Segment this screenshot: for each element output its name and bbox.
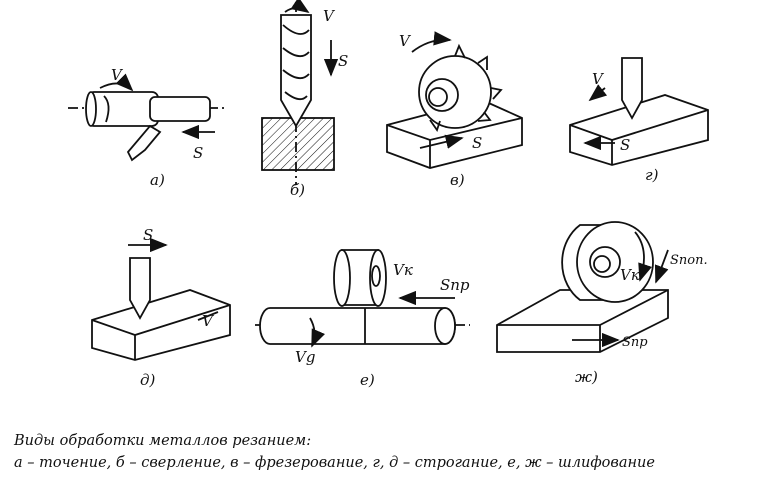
milling-caption-label: в)	[450, 171, 465, 189]
surf-grinding-vk-label: Vк	[620, 266, 640, 284]
drilling-diagram: V S б)	[261, 0, 348, 199]
planing-g-diagram: V S г)	[569, 57, 709, 184]
cylindrical-grinding-diagram: Vк Sпр Vg е)	[255, 249, 470, 389]
planing-d-diagram: S V д)	[91, 226, 231, 389]
surf-grinding-caption-label: ж)	[575, 368, 598, 386]
drilling-caption-label: б)	[290, 181, 305, 199]
cyl-grinding-caption-label: е)	[360, 371, 375, 389]
cyl-grinding-vk-label: Vк	[393, 261, 413, 279]
surf-grinding-spr-label: Sпр	[622, 335, 648, 350]
turning-v-label: V	[111, 66, 124, 84]
planing-d-caption-label: д)	[140, 371, 156, 389]
drilling-s-label: S	[338, 52, 348, 70]
milling-s-label: S	[472, 134, 482, 152]
figure-caption-text: а – точение, б – сверление, в – фрезеров…	[14, 455, 655, 471]
surface-grinding-diagram: Vк Sпоп. Sпр ж)	[496, 221, 708, 386]
turning-s-label: S	[193, 144, 203, 162]
turning-diagram: V S а)	[68, 66, 225, 189]
planing-g-s-label: S	[620, 136, 630, 154]
planing-d-s-label: S	[143, 226, 153, 244]
milling-v-label: V	[399, 32, 412, 50]
planing-g-caption-label: г)	[645, 166, 659, 184]
planing-g-v-label: V	[592, 70, 605, 88]
turning-caption-label: а)	[150, 171, 165, 189]
cyl-grinding-vg-label: Vg	[295, 348, 315, 366]
surf-grinding-spop-label: Sпоп.	[670, 253, 708, 268]
milling-diagram: V S в)	[386, 31, 523, 189]
drilling-v-label: V	[323, 7, 336, 25]
planing-d-v-label: V	[202, 312, 215, 330]
cyl-grinding-snp-label: Sпр	[440, 276, 470, 294]
figure-caption-title: Виды обработки металлов резанием:	[14, 433, 312, 449]
